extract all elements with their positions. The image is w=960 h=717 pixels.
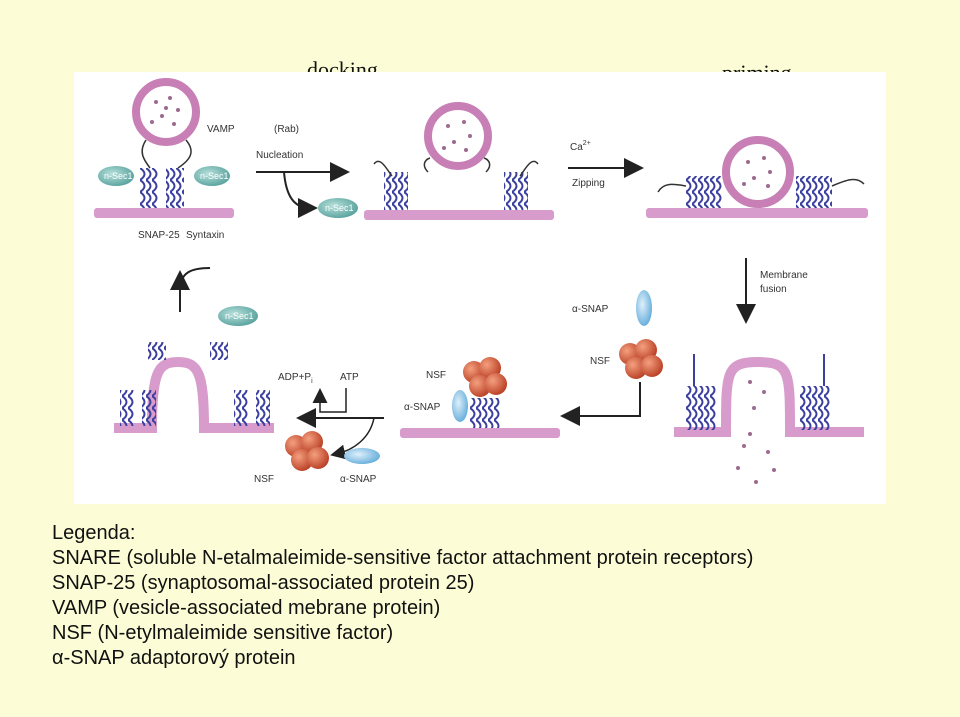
snare-helix-bundle-2b xyxy=(504,172,528,210)
membrane-3 xyxy=(646,208,868,218)
panel-recycled: n-Sec1 xyxy=(114,267,274,433)
panel-docking: n-Sec1 n-Sec1 VAMP SNAP-25 Syntaxin xyxy=(94,78,235,241)
legend-item-vamp: VAMP (vesicle-associated mebrane protein… xyxy=(52,597,441,619)
return-arrow xyxy=(560,382,641,426)
snare-helix-6d xyxy=(256,390,270,426)
panel-fused xyxy=(674,354,864,484)
vesicle-1 xyxy=(132,78,200,146)
legend-item-snare: SNARE (soluble N-etalmaleimide-sensitive… xyxy=(52,547,754,569)
label-ca: Ca2+ xyxy=(570,140,591,153)
step-nucleation: (Rab) Nucleation n-Sec1 xyxy=(256,124,358,218)
step-membrane-fusion: Membrane fusion xyxy=(736,258,808,324)
vesicle-contents-2 xyxy=(442,120,472,152)
vamp-tether-1 xyxy=(141,139,192,169)
nsec1-right xyxy=(194,166,230,186)
nsec1-left xyxy=(98,166,134,186)
label-snap25: SNAP-25 xyxy=(138,230,180,241)
label-nsf-2: NSF xyxy=(426,370,446,381)
label-membrane: Membrane xyxy=(760,270,808,281)
vesicle-2 xyxy=(424,102,492,170)
nsec1-return-arrow xyxy=(179,267,211,312)
snare-cycle-diagram: n-Sec1 n-Sec1 VAMP SNAP-25 Syntaxin (Rab… xyxy=(74,72,886,504)
nsec1-right-label: n-Sec1 xyxy=(200,171,229,181)
legend-title: Legenda: xyxy=(52,522,136,544)
label-alpha-snap-1: α-SNAP xyxy=(572,304,609,315)
panel-cis-snare: NSF α-SNAP xyxy=(400,357,560,438)
legend-item-alpha-snap: α-SNAP adaptorový protein xyxy=(52,647,296,669)
snare-helix-bundle-4a xyxy=(686,386,716,430)
step-atp-hydrolysis: ADP+Pi ATP NSF α-SNAP xyxy=(254,372,384,485)
snare-helix-bundle-1a xyxy=(140,168,158,208)
nsec1-return-label: n-Sec1 xyxy=(225,311,254,321)
snare-helix-6c xyxy=(234,390,248,426)
snare-tether-2 xyxy=(373,157,539,177)
nsec1-released-label: n-Sec1 xyxy=(325,203,354,213)
membrane-6 xyxy=(114,356,274,433)
alpha-snap-1 xyxy=(636,290,652,326)
nsec1-released xyxy=(318,198,358,218)
label-alpha-snap-2: α-SNAP xyxy=(404,402,441,413)
cis-snare-helix xyxy=(470,398,500,428)
label-vamp: VAMP xyxy=(207,124,235,135)
vesicle-contents-1 xyxy=(150,96,180,126)
snare-tether-4 xyxy=(693,354,825,386)
label-alpha-snap-3: α-SNAP xyxy=(340,474,377,485)
atp-input-arrow xyxy=(312,388,347,413)
snare-helix-6f xyxy=(210,342,228,360)
snare-tether-3 xyxy=(657,178,865,193)
panel-priming xyxy=(646,136,868,218)
membrane-2 xyxy=(364,210,554,220)
membrane-5 xyxy=(400,428,560,438)
nsec1-release-arrow xyxy=(283,171,318,218)
label-nsf-1: NSF xyxy=(590,356,610,367)
nsec1-left-label: n-Sec1 xyxy=(104,171,133,181)
vesicle-3 xyxy=(722,136,794,208)
legend-item-nsf: NSF (N-etylmaleimide sensitive factor) xyxy=(52,622,394,644)
label-adp: ADP+Pi xyxy=(278,372,313,385)
nsec1-return xyxy=(218,306,258,326)
nsf-released xyxy=(285,431,329,471)
released-contents xyxy=(736,380,776,484)
step-nsf-binding: α-SNAP NSF xyxy=(560,290,663,426)
label-syntaxin: Syntaxin xyxy=(186,230,224,241)
alpha-snap-released xyxy=(344,448,380,464)
nsf-complex-2 xyxy=(463,357,507,397)
snare-helix-6b xyxy=(142,390,156,426)
snare-helix-bundle-3a xyxy=(686,176,722,208)
snare-helix-6a xyxy=(120,390,134,426)
label-atp: ATP xyxy=(340,372,359,383)
vesicle-contents-3 xyxy=(742,156,772,188)
snare-helix-bundle-1b xyxy=(166,168,184,208)
label-nsf-3: NSF xyxy=(254,474,274,485)
release-down-arrow xyxy=(330,417,375,460)
label-nucleation: Nucleation xyxy=(256,150,303,161)
legend-item-snap25: SNAP-25 (synaptosomal-associated protein… xyxy=(52,572,475,594)
snare-helix-bundle-2a xyxy=(384,172,408,210)
snare-helix-6e xyxy=(148,342,166,360)
step-zipping: Ca2+ Zipping xyxy=(568,140,644,189)
label-rab: (Rab) xyxy=(274,124,299,135)
membrane-4 xyxy=(674,356,864,437)
alpha-snap-2 xyxy=(452,390,468,422)
snare-helix-bundle-4b xyxy=(800,386,830,430)
panel-nucleated xyxy=(364,102,554,220)
membrane-1 xyxy=(94,208,234,218)
label-fusion: fusion xyxy=(760,284,787,295)
legend: Legenda: SNARE (soluble N-etalmaleimide-… xyxy=(52,521,942,671)
nsf-complex-1 xyxy=(619,339,663,379)
snare-helix-bundle-3b xyxy=(796,176,832,208)
label-zipping: Zipping xyxy=(572,178,605,189)
